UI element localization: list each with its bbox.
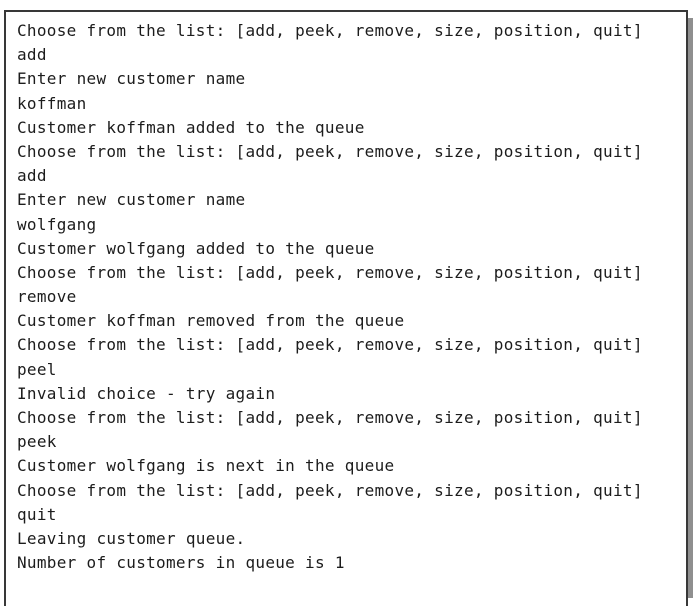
console-line: Customer wolfgang added to the queue (17, 238, 375, 258)
console-line: Choose from the list: [add, peek, remove… (17, 335, 643, 355)
console-line: wolfgang (17, 214, 97, 234)
console-line: Choose from the list: [add, peek, remove… (17, 408, 643, 427)
console-output-box: Choose from the list: [add, peek, remove… (4, 10, 688, 606)
console-line: Number of customers in queue is 1 (17, 553, 345, 573)
console-line: Enter new customer name (17, 69, 246, 89)
console-line: Customer koffman added to the queue (17, 117, 365, 137)
console-line: Choose from the list: [add, peek, remove… (17, 480, 643, 500)
console-line: peel (17, 359, 57, 379)
console-line: Choose from the list: [add, peek, remove… (17, 262, 643, 282)
console-line: peek (17, 432, 57, 452)
console-line: add (17, 166, 47, 186)
console-line: Choose from the list: [add, peek, remove… (17, 21, 643, 40)
console-line: Leaving customer queue. (17, 528, 246, 548)
console-line: Customer koffman removed from the queue (17, 311, 405, 331)
console-output: Choose from the list: [add, peek, remove… (17, 19, 676, 575)
console-line: koffman (17, 93, 87, 113)
console-line: Invalid choice - try again (17, 383, 276, 403)
console-line: add (17, 45, 47, 65)
console-line: Enter new customer name (17, 190, 246, 210)
console-line: remove (17, 287, 77, 307)
box-drop-shadow (688, 18, 693, 598)
console-line: Customer wolfgang is next in the queue (17, 456, 395, 476)
console-line: Choose from the list: [add, peek, remove… (17, 141, 643, 161)
console-line: quit (17, 504, 57, 524)
